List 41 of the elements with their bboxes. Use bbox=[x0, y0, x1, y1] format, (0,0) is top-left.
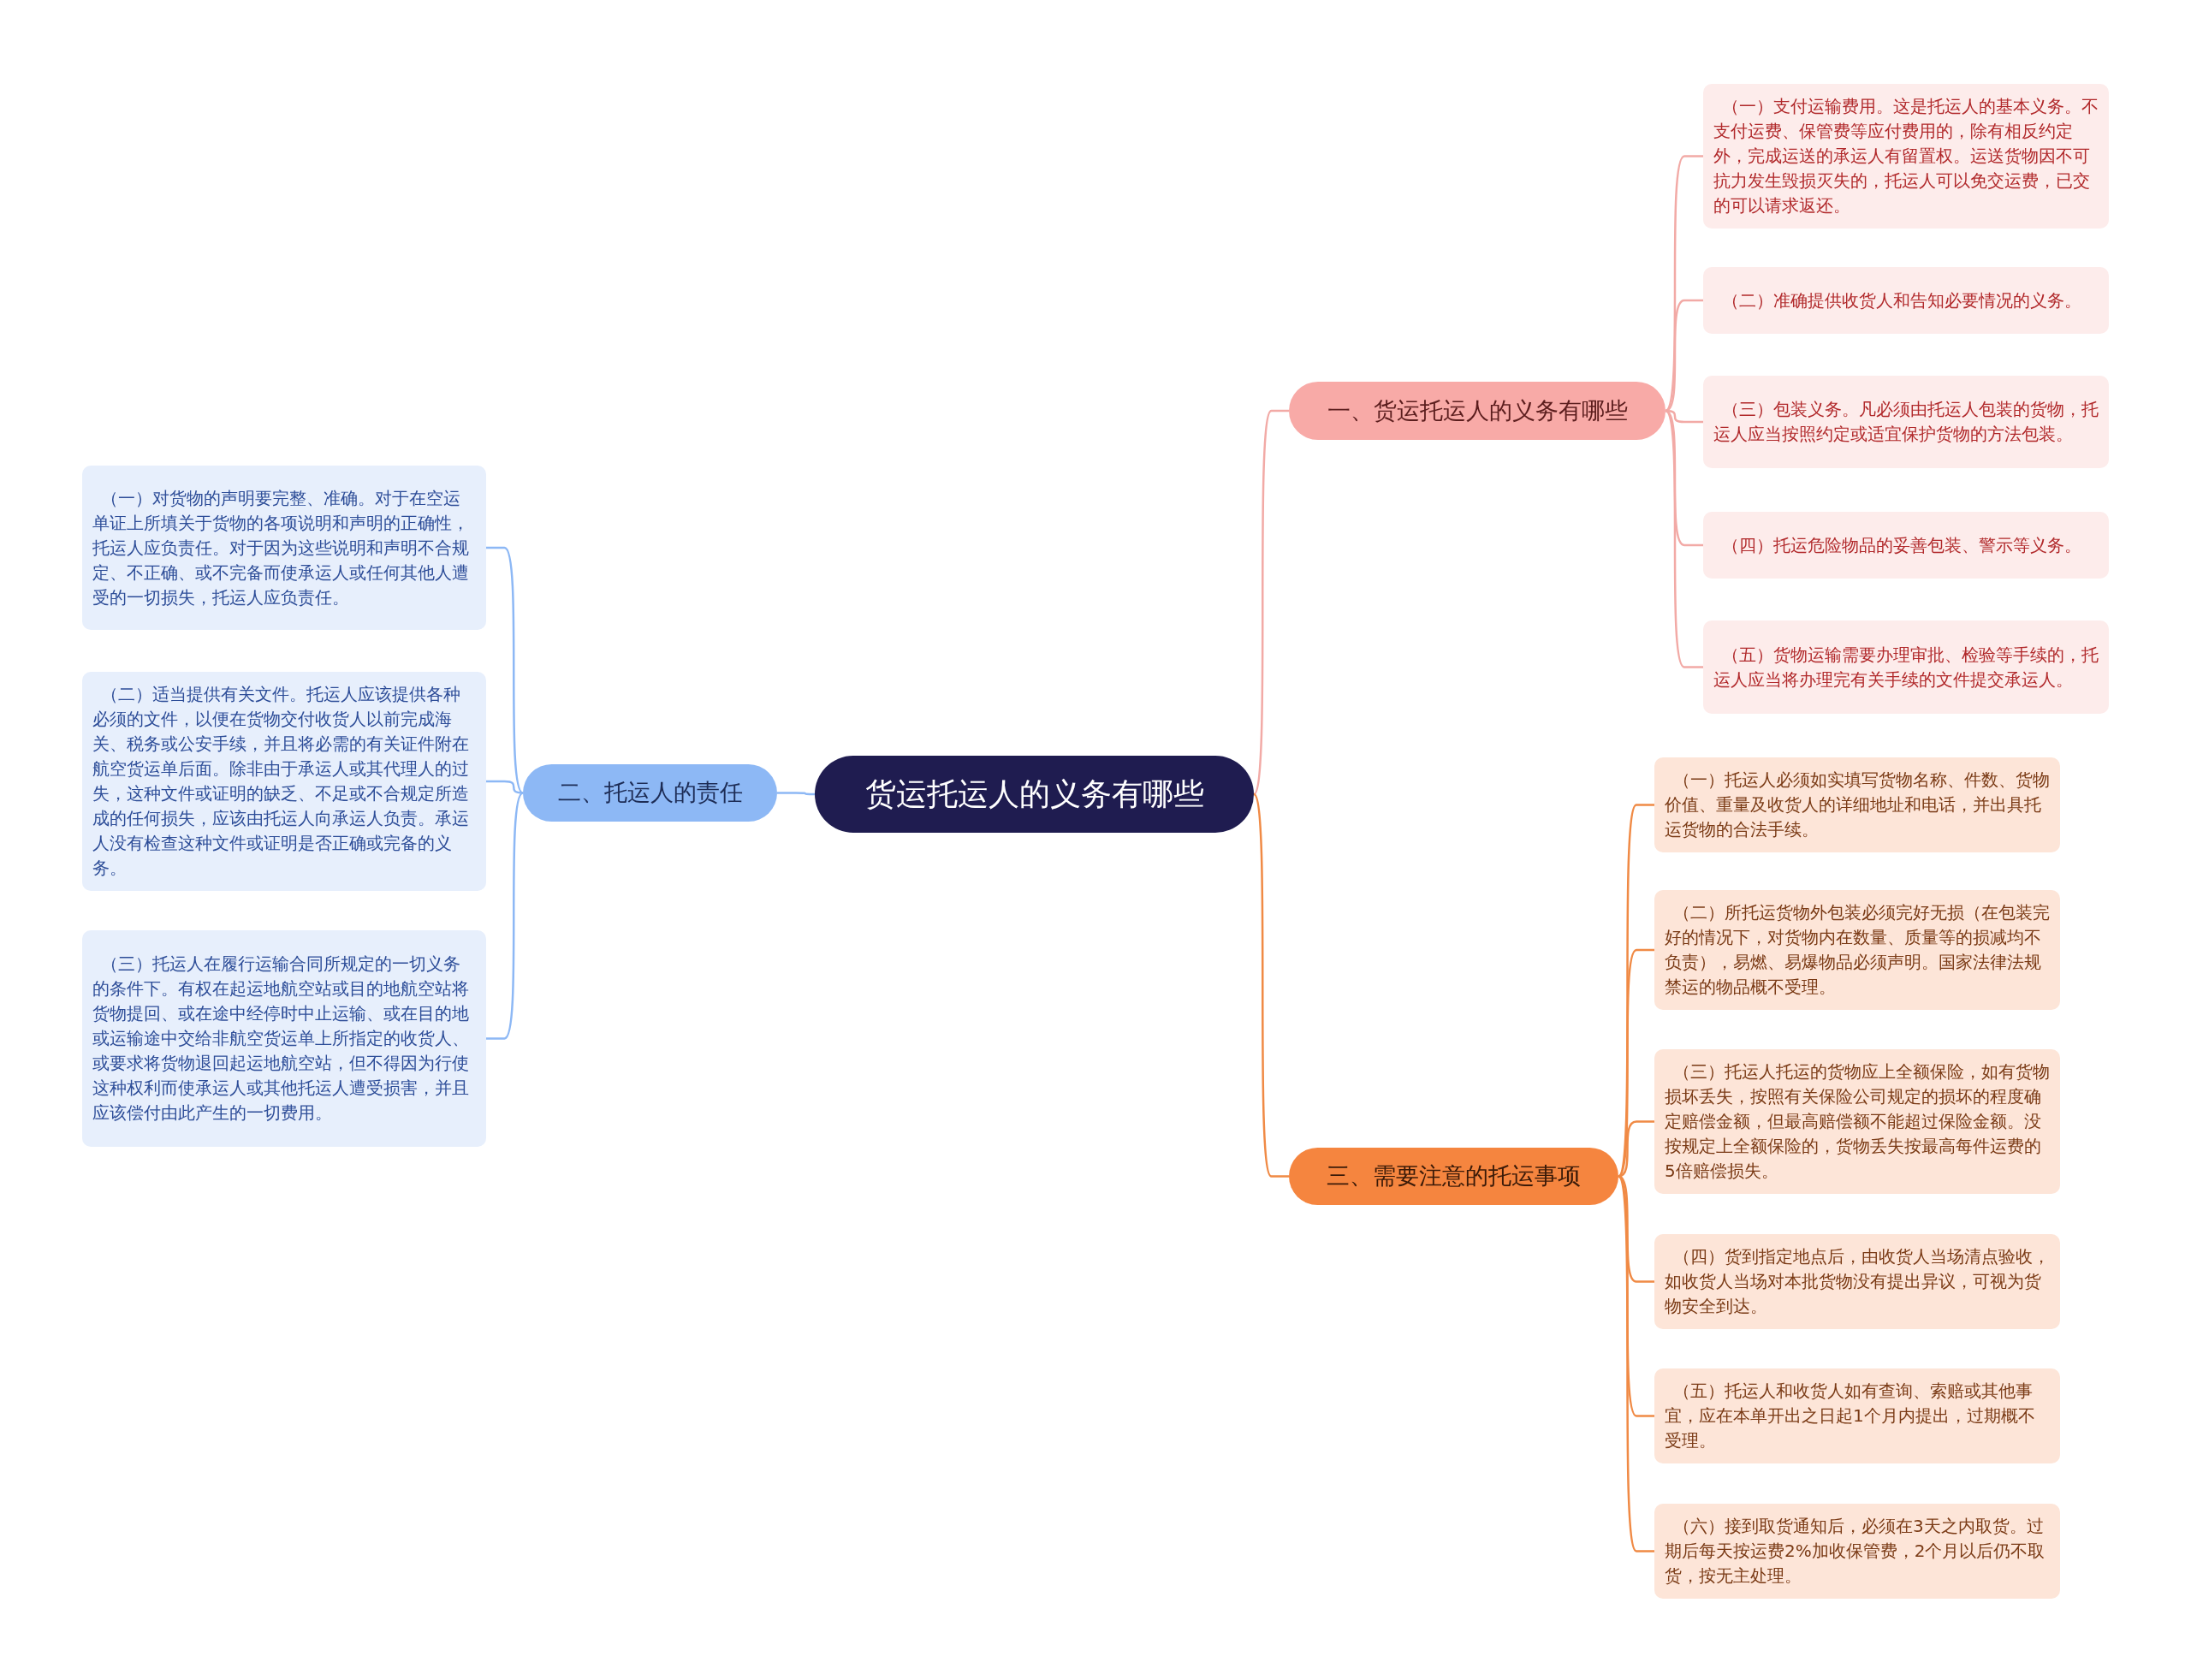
branch-line bbox=[1618, 948, 1654, 1178]
branch-line bbox=[1665, 155, 1703, 412]
note-text: （二）适当提供有关文件。托运人应该提供各种必须的文件，以便在货物交付收货人以前完成海关、税务或公安手续，并且将必需的有关证件附在航空货运单后面。除非由于承运人或其代理人的过失，这种文件或证明的缺乏、不足或不合规定所造成的任何损失，应该由托运人向承运人负责。承运人没有检查这种文件或证明是否正确或完备的义务。 bbox=[92, 683, 470, 880]
note-card bbox=[1703, 84, 2109, 229]
branch-line bbox=[486, 546, 524, 794]
note-card bbox=[1654, 890, 2060, 1010]
branch-line bbox=[777, 792, 815, 796]
note-text: （三）包装义务。凡必须由托运人包装的货物，托运人应当按照约定或适宜保护货物的方法包装。 bbox=[1713, 398, 2099, 446]
note-card bbox=[1703, 267, 2109, 334]
note-card bbox=[1654, 757, 2060, 852]
note-text: （三）托运人在履行运输合同所规定的一切义务的条件下。有权在起运地航空站或目的地航空站将货物提回、或在途中经停时中止运输、或在目的地或运输途中交给非航空货运单上所指定的收货人、或要求将货物退回起运地航空站，但不得因为行使这种权利而使承运人或其他托运人遭受损害，并且应该偿付由此产生的一切费用。 bbox=[92, 953, 470, 1125]
branch-line bbox=[1252, 409, 1289, 795]
note-text: （四）货到指定地点后，由收货人当场清点验收，如收货人当场对本批货物没有提出异议，可视为货物安全到达。 bbox=[1665, 1245, 2050, 1318]
note-card bbox=[82, 672, 486, 891]
note-text: （一）对货物的声明要完整、准确。对于在空运单证上所填关于货物的各项说明和声明的正确性，托运人应负责任。对于因为这些说明和声明不合规定、不正确、或不完备而使承运人或任何其他人遭受的一切损失，托运人应负责任。 bbox=[92, 486, 470, 609]
topic-label: 货运托运人的义务有哪些 bbox=[864, 775, 1204, 813]
note-card bbox=[1703, 376, 2109, 468]
branch-line bbox=[1665, 410, 1703, 668]
topic-label: 一、货运托运人的义务有哪些 bbox=[1327, 396, 1628, 425]
note-text: （一）托运人必须如实填写货物名称、件数、货物价值、重量及收货人的详细地址和电话，并出具托运货物的合法手续。 bbox=[1665, 769, 2050, 841]
note-text: （二）准确提供收货人和告知必要情况的义务。 bbox=[1721, 288, 2081, 312]
note-text: （一）支付运输费用。这是托运人的基本义务。不支付运费、保管费等应付费用的，除有相反约定外，完成运送的承运人有留置权。运送货物因不可抗力发生毁损灭失的，托运人可以免交运费，已交的可以请求返还。 bbox=[1713, 95, 2099, 217]
topic-label: 二、托运人的责任 bbox=[557, 779, 743, 807]
note-card bbox=[82, 930, 486, 1147]
note-text: （二）所托运货物外包装必须完好无损（在包装完好的情况下，对货物内在数量、质量等的损减均不负责），易燃、易爆物品必须声明。国家法律法规禁运的物品概不受理。 bbox=[1665, 901, 2050, 999]
branch-line bbox=[1252, 793, 1289, 1178]
note-card bbox=[82, 466, 486, 630]
note-text: （四）托运危险物品的妥善包装、警示等义务。 bbox=[1721, 533, 2081, 557]
branch-line bbox=[1617, 1175, 1654, 1552]
branch-line bbox=[486, 780, 524, 794]
note-text: （三）托运人托运的货物应上全额保险，如有货物损坏丢失，按照有关保险公司规定的损坏的程度确定赔偿金额，但最高赔偿额不能超过保险金额。没按规定上全额保险的，货物丢失按最高每件运费的5倍赔偿损失。 bbox=[1665, 1060, 2050, 1183]
note-text: （五）托运人和收货人如有查询、索赔或其他事宜，应在本单开出之日起1个月内提出，过期概不受理。 bbox=[1665, 1380, 2036, 1452]
note-card bbox=[1654, 1368, 2060, 1463]
note-card bbox=[1703, 620, 2109, 714]
note-card bbox=[1654, 1504, 2060, 1599]
topic-label: 三、需要注意的托运事项 bbox=[1327, 1162, 1581, 1190]
note-card bbox=[1654, 1234, 2060, 1329]
note-text: （五）货物运输需要办理审批、检验等手续的，托运人应当将办理完有关手续的文件提交承运人。 bbox=[1713, 643, 2099, 692]
note-text: （六）接到取货通知后，必须在3天之内取货。过期后每天按运费2%加收保管费，2个月以后仍不取货，按无主处理。 bbox=[1665, 1515, 2046, 1588]
note-card bbox=[1703, 512, 2109, 579]
note-card bbox=[1654, 1049, 2060, 1194]
